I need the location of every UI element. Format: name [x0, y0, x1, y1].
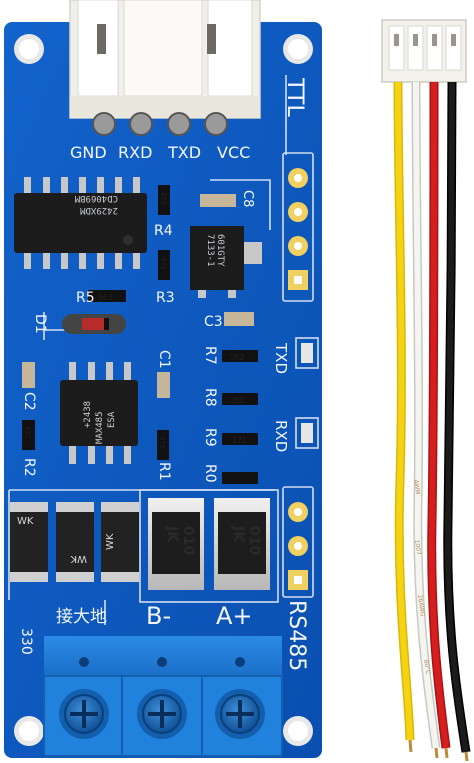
rxd-led-icon	[301, 423, 313, 443]
tvs-text: WK	[105, 533, 116, 550]
r5-code: 563	[98, 293, 113, 302]
ldo-lot-text: 601GTY	[215, 234, 225, 267]
ref-d1: D1	[32, 314, 48, 334]
max485-text: MAX485	[95, 411, 105, 444]
txd-led-icon	[301, 343, 313, 363]
tvs-diode: WK	[10, 502, 48, 582]
r8-code: 2K2	[230, 396, 245, 405]
cd4069-text: CD4069BM	[74, 193, 118, 203]
wire-white	[413, 81, 439, 749]
led-label-rxd: RXD	[272, 420, 290, 452]
header-pin-icon	[92, 112, 228, 136]
ref-c1: C1	[156, 350, 172, 369]
r4-resistor	[158, 185, 170, 215]
jk-fuse: JK 010	[148, 498, 204, 590]
ldo-text: 7133-1	[205, 234, 215, 267]
ref-c3: C3	[204, 314, 223, 330]
num-330-label: 330	[18, 628, 34, 655]
screw-terminal-block[interactable]	[43, 636, 283, 757]
ref-c2: C2	[21, 392, 37, 411]
r8-resistor	[222, 393, 258, 405]
ref-r9: R9	[202, 428, 218, 447]
screw-icon[interactable]	[59, 689, 109, 739]
c8-capacitor	[200, 194, 236, 207]
r5-resistor	[88, 290, 126, 302]
max485-esa-text: ESA	[107, 411, 117, 428]
r2-resistor	[22, 420, 35, 450]
tvs-text: WK	[70, 553, 87, 564]
ref-c8: C8	[240, 190, 255, 207]
screw-icon[interactable]	[215, 689, 265, 739]
ground-label: 接大地	[56, 607, 107, 627]
ldo-regulator-chip: 7133-1 601GTY	[190, 226, 262, 298]
jk-fuse-text: JK	[230, 525, 246, 543]
ref-r7: R7	[202, 346, 218, 365]
r1-resistor	[157, 430, 169, 460]
r9-code: 121	[232, 436, 247, 445]
ref-r2: R2	[21, 458, 37, 477]
ref-r8: R8	[202, 388, 218, 407]
tvs-diode: WK	[56, 502, 94, 582]
r3-code: 472	[159, 257, 167, 270]
a-plus-label: A+	[216, 602, 253, 630]
mounting-hole-icon	[14, 34, 313, 746]
r0-resistor	[222, 472, 258, 484]
b-minus-label: B-	[146, 602, 171, 630]
rs485-pin-header[interactable]	[288, 502, 308, 590]
tvs-text: WK	[17, 516, 34, 527]
jst-header-connector[interactable]	[69, 0, 261, 136]
ref-r1: R1	[156, 462, 172, 481]
wire-red	[428, 81, 449, 749]
ref-r3: R3	[156, 290, 175, 306]
screw-icon[interactable]	[137, 689, 187, 739]
wire-print-awg: 26AWG	[416, 594, 426, 617]
pin-label-txd: TXD	[167, 143, 201, 162]
ref-r5: R5	[76, 290, 95, 306]
r2-code: 472	[23, 426, 31, 439]
cd4069-lot-text: 2429XDM	[79, 205, 118, 215]
wire-black	[444, 81, 469, 753]
wire-print-temp: 80°C	[422, 659, 431, 675]
max485-chip: MAX485 ESA +2438	[60, 362, 138, 464]
r7-code: 2K2	[230, 353, 245, 362]
led-label-txd: TXD	[272, 342, 290, 374]
wire-yellow	[395, 81, 413, 741]
r9-resistor	[222, 433, 258, 445]
jk-fuse-text: JK	[164, 525, 180, 543]
d1-diode	[62, 314, 126, 334]
pin-label-rxd: RXD	[118, 143, 152, 162]
jk-fuse: JK 010	[214, 498, 270, 590]
c2-capacitor	[22, 362, 35, 388]
pin-label-vcc: VCC	[217, 143, 250, 162]
tvs-diode: WK	[101, 502, 139, 582]
r3-resistor	[158, 250, 170, 280]
jst-cable: AWM 1007 26AWG 80°C	[381, 19, 471, 762]
ttl-pin-header[interactable]	[288, 168, 308, 290]
cd4069-chip: CD4069BM 2429XDM	[14, 177, 147, 269]
c1-capacitor	[157, 372, 170, 398]
r4-code: 472	[159, 192, 167, 205]
ref-r0: R0	[202, 464, 218, 483]
ttl-label: TTL	[282, 77, 307, 117]
r7-resistor	[222, 350, 258, 362]
r1-code: 472	[158, 436, 166, 449]
ref-r4: R4	[154, 223, 173, 239]
jk-fuse-code: 010	[246, 526, 262, 555]
max485-lot-text: +2438	[83, 401, 93, 428]
pin-label-gnd: GND	[70, 143, 107, 162]
jk-fuse-code: 010	[180, 526, 196, 555]
rs485-label: RS485	[284, 600, 309, 671]
c3-capacitor	[224, 312, 254, 326]
wire-print-1007: 1007	[413, 539, 422, 555]
wire-print-awm: AWM	[412, 479, 421, 495]
